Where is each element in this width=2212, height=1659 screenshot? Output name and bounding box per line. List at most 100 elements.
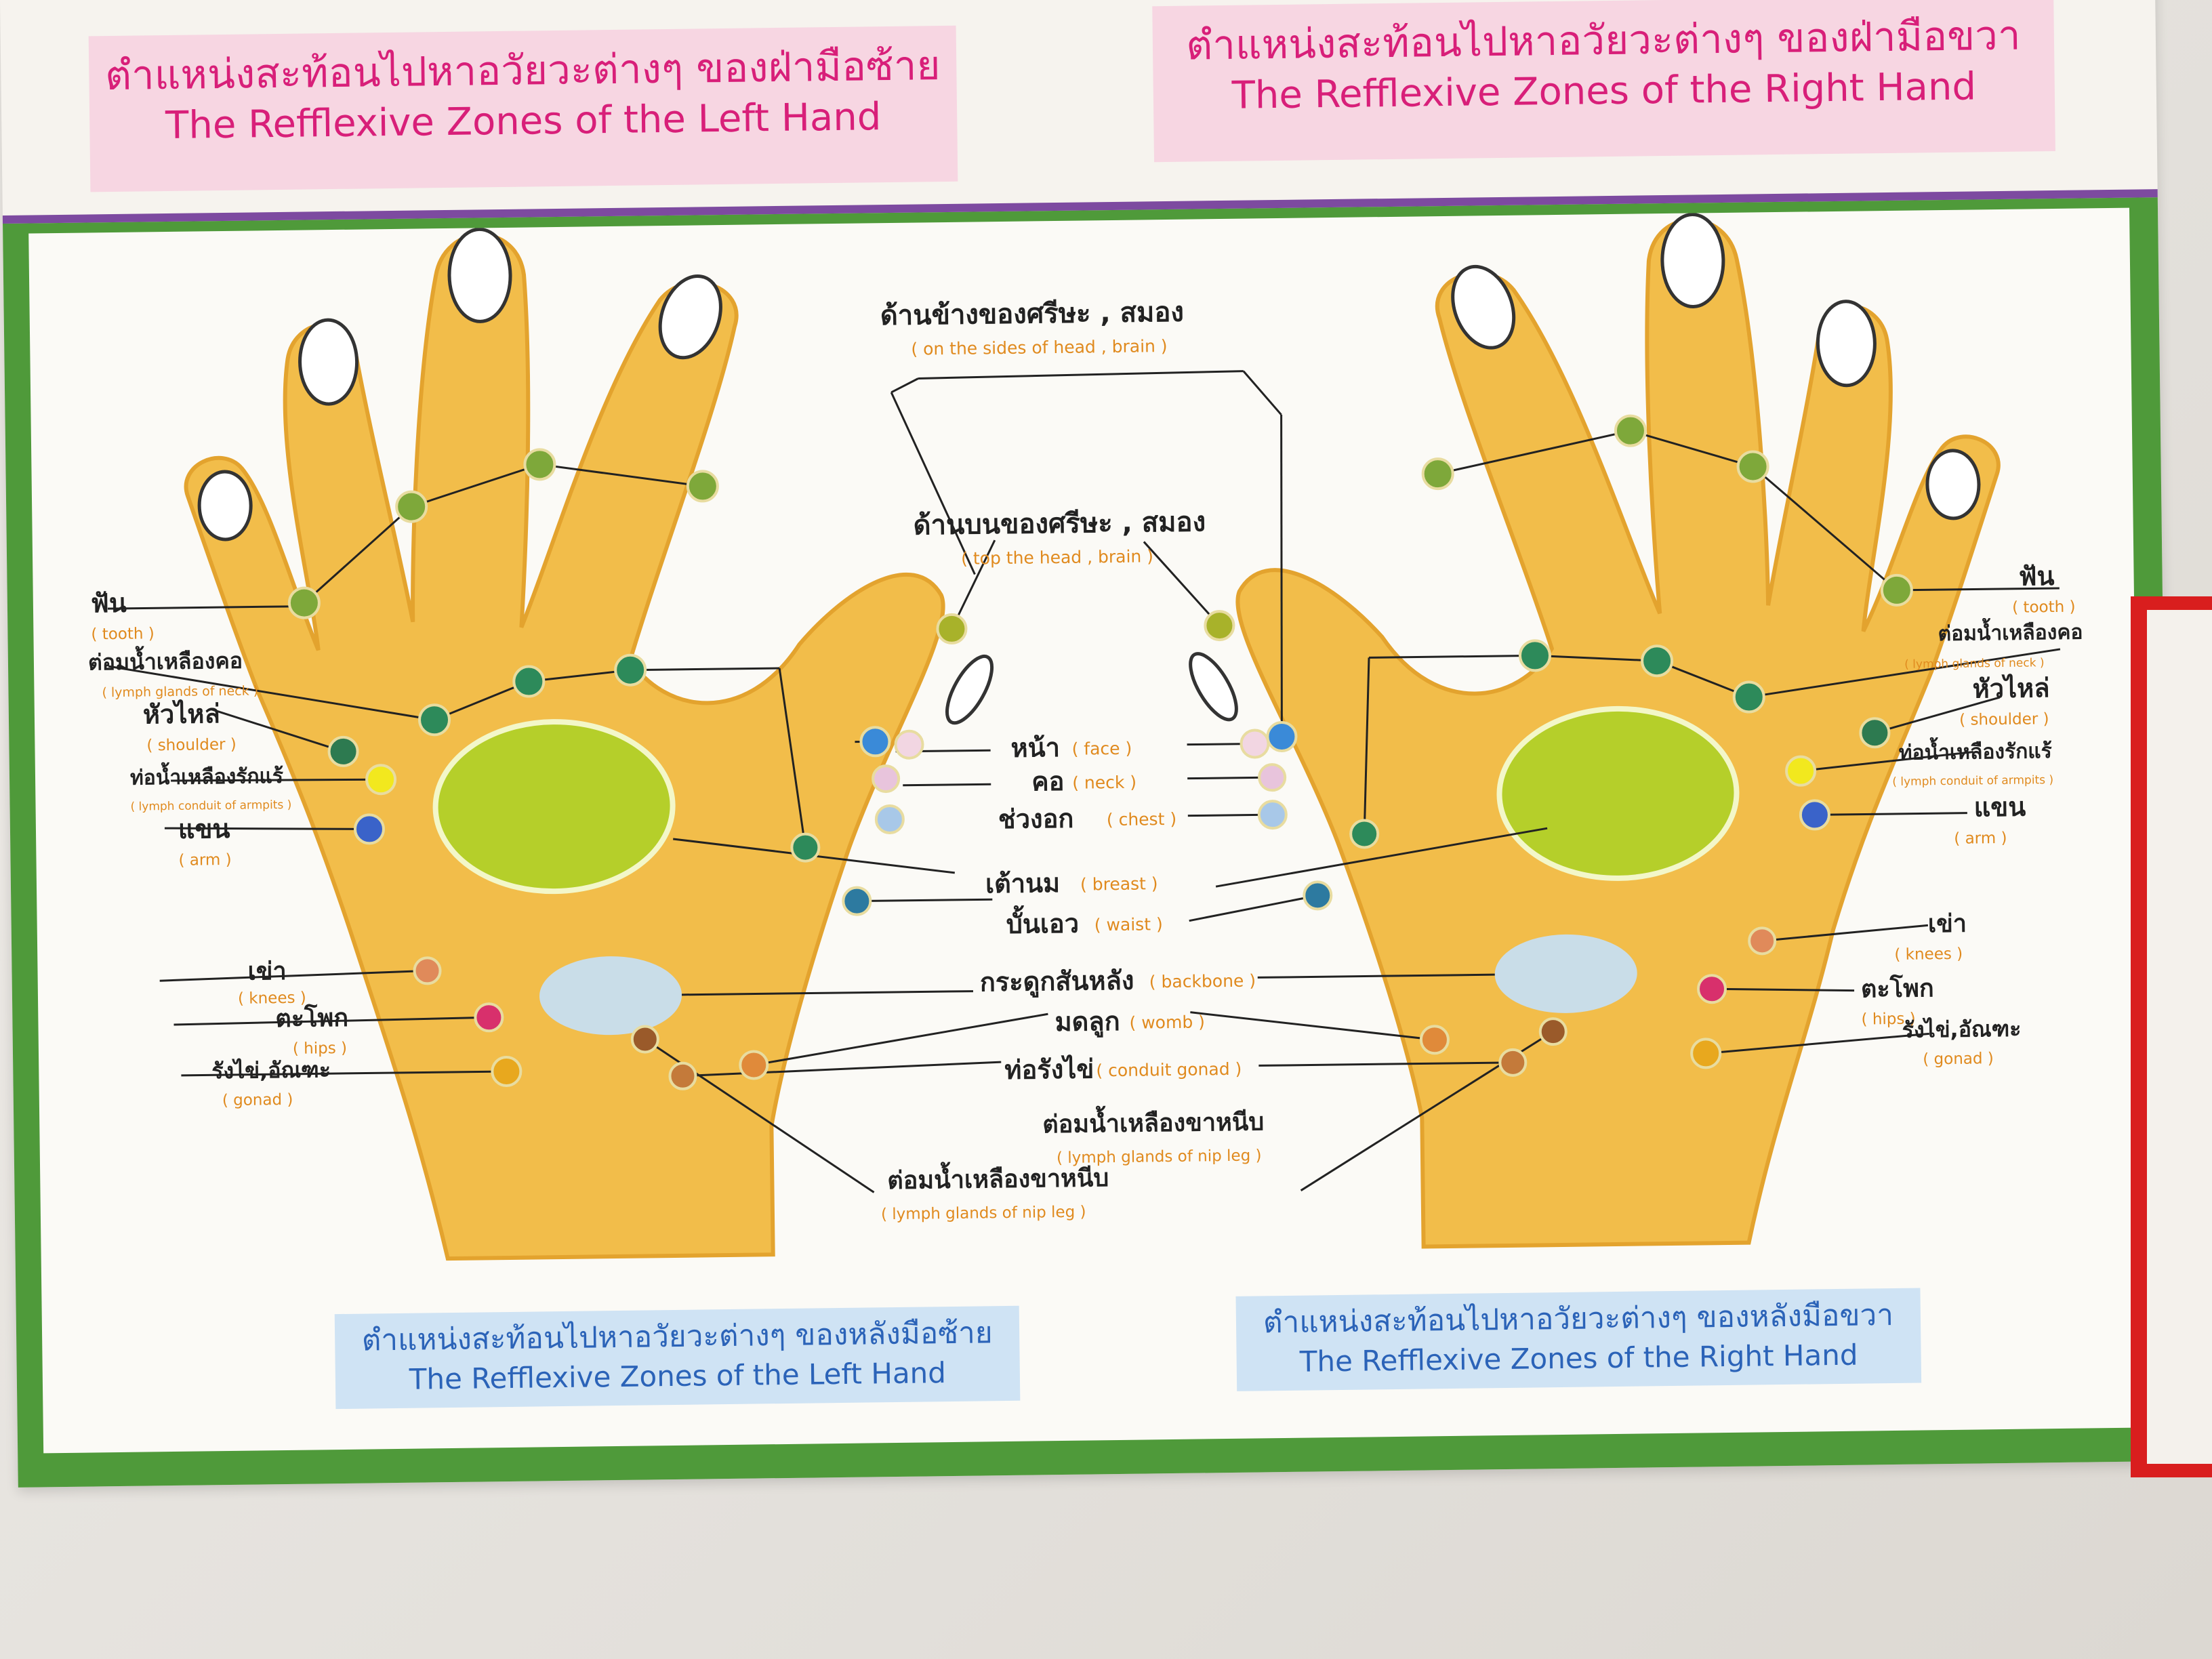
left-tooth-point-3	[523, 448, 556, 481]
left-gonad-point	[491, 1055, 523, 1087]
label-tooth-right-th: ฟัน	[2018, 561, 2054, 592]
right-nail-index	[1451, 264, 1516, 350]
left-knees-point	[413, 956, 442, 985]
label-hips-right-en: ( hips )	[1861, 1010, 1915, 1029]
left-hand-points	[287, 448, 968, 1090]
left-tooth-point-2	[395, 490, 428, 523]
label-gonad-right-th: รังไข่,อัณฑะ	[1902, 1016, 2022, 1043]
left-nail-middle	[447, 227, 512, 323]
label-armpit-right-th: ท่อน้ำเหลืองรักแร้	[1898, 735, 2051, 765]
label-lymph-neck-right-th: ต่อมน้ำเหลืองคอ	[1938, 617, 2083, 647]
left-tooth-point	[287, 586, 321, 619]
left-armpit-point	[365, 764, 397, 796]
label-shoulder-left-th: หัวไหล่	[143, 699, 220, 729]
label-womb-th: มดลูก	[1054, 1006, 1120, 1038]
right-neck-point	[1258, 763, 1287, 792]
right-backbone-zone	[1494, 934, 1637, 1013]
left-thumbnail	[945, 654, 994, 725]
label-arm-right-en: ( arm )	[1954, 830, 2007, 848]
label-lymph-nip-left-en: ( lymph glands of nip leg )	[881, 1204, 1086, 1224]
right-nail-ring	[1816, 300, 1877, 388]
label-lymph-nip-left-th: ต่อมน้ำเหลืองขาหนีบ	[887, 1160, 1109, 1195]
label-breast-th: เต้านม	[985, 868, 1061, 899]
label-arm-right-th: แขน	[1974, 792, 2026, 823]
label-side-head-th: ด้านข้างของศรีษะ , สมอง	[880, 297, 1185, 331]
label-knees-right-th: เข่า	[1928, 910, 1967, 939]
right-waist-point	[1303, 880, 1333, 911]
label-shoulder-left-en: ( shoulder )	[146, 736, 237, 755]
left-lymph-nip-point	[630, 1025, 659, 1054]
right-face-point	[1240, 729, 1270, 759]
title-left-palm: ตำแหน่งสะท้อนไปหาอวัยวะต่างๆ ของฝ่ามือซ้…	[88, 25, 958, 192]
label-lymph-nip-right-th: ต่อมน้ำเหลืองขาหนีบ	[1042, 1103, 1264, 1139]
label-womb-en: ( womb )	[1129, 1012, 1205, 1032]
label-hips-left-th: ตะโพก	[275, 1003, 348, 1033]
label-side-head-en: ( on the sides of head , brain )	[911, 336, 1168, 359]
label-lymph-nip-right-en: ( lymph glands of nip leg )	[1057, 1147, 1262, 1167]
left-arm-point	[353, 813, 385, 845]
right-hand-points	[1204, 414, 1913, 1077]
left-top-head-point	[936, 613, 968, 644]
adjacent-poster-inner	[2147, 610, 2212, 1464]
label-chest-en: ( chest )	[1107, 809, 1177, 830]
title-left-palm-en: The Refflexive Zones of the Left Hand	[165, 95, 882, 148]
right-lymph-neck-point-2	[1641, 644, 1674, 678]
title-right-palm-en: The Refflexive Zones of the Right Hand	[1231, 64, 1977, 118]
label-neck-en: ( neck )	[1072, 773, 1136, 793]
label-arm-left-th: แขน	[178, 814, 230, 844]
left-breast-zone	[432, 719, 676, 895]
right-conduit-gonad-point	[1498, 1048, 1528, 1077]
label-lymph-neck-left-en: ( lymph glands of neck )	[102, 683, 258, 700]
left-nail-index	[658, 274, 722, 360]
label-hips-left-en: ( hips )	[293, 1040, 347, 1058]
right-thumbnail	[1189, 652, 1238, 722]
reflexology-poster: ตำแหน่งสะท้อนไปหาอวัยวะต่างๆ ของฝ่ามือซ้…	[0, 0, 2173, 1488]
right-tooth-point	[1421, 457, 1454, 491]
right-lymph-nip-point	[1538, 1017, 1568, 1046]
label-waist-en: ( waist )	[1094, 914, 1163, 935]
right-arm-point	[1799, 799, 1830, 831]
left-face-point	[894, 729, 924, 760]
footer-left-back: ตำแหน่งสะท้อนไปหาอวัยวะต่างๆ ของหลังมือซ…	[334, 1305, 1021, 1410]
label-backbone-en: ( backbone )	[1149, 970, 1256, 991]
left-lymph-neck-point	[418, 703, 451, 737]
label-neck-th: คอ	[1031, 766, 1065, 797]
left-nail-little	[197, 470, 253, 541]
left-lymph-neck-point-3	[614, 653, 647, 687]
right-armpit-point	[1785, 755, 1817, 787]
left-index-base-point	[790, 832, 821, 863]
label-knees-left-en: ( knees )	[238, 989, 306, 1008]
label-top-head-th: ด้านบนของศรีษะ , สมอง	[913, 506, 1206, 541]
label-conduit-gonad-en: ( conduit gonad )	[1096, 1059, 1242, 1081]
label-armpit-left-th: ท่อน้ำเหลืองรักแร้	[130, 760, 283, 790]
label-gonad-right-en: ( gonad )	[1923, 1050, 1994, 1068]
label-tooth-right-en: ( tooth )	[2012, 598, 2076, 617]
left-hips-point	[474, 1002, 504, 1033]
right-tooth-point-4	[1880, 573, 1913, 607]
right-breast-zone	[1496, 705, 1740, 881]
footer-left-back-en: The Refflexive Zones of the Left Hand	[409, 1356, 947, 1396]
left-conduit-gonad-point	[668, 1061, 697, 1090]
label-conduit-gonad-th: ท่อรังไข่	[1004, 1054, 1094, 1085]
label-armpit-left-en: ( lymph conduit of armpits )	[130, 798, 291, 814]
right-knees-point	[1748, 926, 1777, 956]
label-arm-left-en: ( arm )	[178, 851, 231, 869]
label-face-en: ( face )	[1071, 739, 1132, 759]
left-tooth-point-4	[686, 470, 719, 503]
right-nail-middle	[1660, 213, 1725, 309]
label-chest-th: ช่วงอก	[998, 804, 1074, 834]
label-waist-th: บั้นเอว	[1006, 905, 1079, 939]
label-hips-right-th: ตะโพก	[1861, 973, 1934, 1003]
right-hips-point	[1697, 974, 1727, 1004]
right-hand	[1143, 213, 2061, 1249]
left-side-head-point	[859, 726, 891, 758]
right-tooth-point-3	[1736, 450, 1769, 483]
label-lymph-neck-left-th: ต่อมน้ำเหลืองคอ	[88, 644, 243, 676]
label-gonad-left-en: ( gonad )	[222, 1091, 293, 1109]
label-knees-right-en: ( knees )	[1894, 945, 1963, 964]
label-shoulder-right-th: หัวไหล่	[1972, 673, 2049, 703]
label-shoulder-right-en: ( shoulder )	[1959, 710, 2049, 729]
right-shoulder-point	[1859, 717, 1891, 749]
label-top-head-en: ( top the head , brain )	[961, 546, 1153, 568]
left-neck-point	[872, 764, 901, 794]
